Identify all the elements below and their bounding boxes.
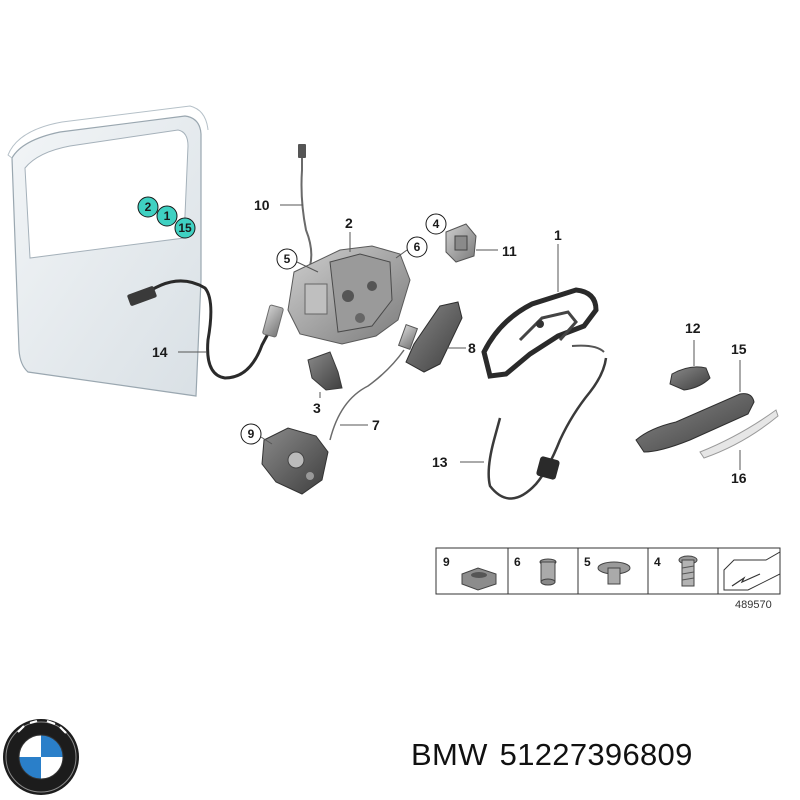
- part-14-bowden-cable: [127, 279, 284, 380]
- screw-4-icon: [678, 555, 698, 587]
- callout-12: 12: [685, 320, 701, 336]
- callout-16: 16: [731, 470, 747, 486]
- callout-7: 7: [372, 417, 380, 433]
- callout-10: 10: [254, 197, 270, 213]
- part-11-striker: [445, 223, 477, 263]
- part-16-chrome-strip: [699, 409, 779, 459]
- diagram-number: 489570: [735, 599, 772, 611]
- door-marker-2: 2: [137, 196, 159, 218]
- part-8-handle-cover: [405, 301, 463, 373]
- brand-name: BMW: [411, 737, 488, 772]
- part-12-handle-cap: [669, 366, 711, 391]
- table-cell-9: 9: [443, 555, 450, 569]
- part-2-door-lock: [287, 245, 411, 345]
- part-13-cable: [487, 344, 608, 500]
- callout-14: 14: [152, 344, 168, 360]
- bmw-logo: [3, 719, 79, 795]
- direction-arrow-icon: [723, 551, 781, 591]
- svg-text:15: 15: [178, 221, 192, 235]
- part-9-lower-latch: [261, 427, 329, 495]
- hardware-table: 9 6 5 4: [435, 547, 781, 595]
- leader-5: [296, 261, 319, 273]
- footer-title: BMW 51227396809: [411, 737, 705, 773]
- part-10-actuating-rod: [298, 144, 313, 267]
- table-cell-5: 5: [584, 555, 591, 569]
- callout-11: 11: [502, 243, 517, 259]
- door-marker-1: 1: [156, 205, 178, 227]
- leader-9: [260, 436, 273, 445]
- screw-5-icon: [597, 561, 631, 585]
- part-1-handle-carrier: [481, 287, 599, 379]
- part-number: 51227396809: [499, 737, 693, 772]
- part-7-release-cable: [329, 323, 419, 441]
- svg-text:4: 4: [433, 217, 440, 231]
- callout-3: 3: [313, 400, 321, 416]
- table-cell-6: 6: [514, 555, 521, 569]
- callout-8: 8: [468, 340, 476, 356]
- bolt-6-icon: [539, 558, 557, 586]
- svg-text:2: 2: [145, 200, 152, 214]
- callout-9-marker: 9: [240, 423, 262, 445]
- callout-6-marker: 6: [406, 236, 428, 258]
- door-marker-15: 15: [174, 217, 196, 239]
- part-15-outer-handle: [635, 393, 755, 453]
- svg-text:5: 5: [284, 252, 291, 266]
- svg-text:1: 1: [164, 209, 171, 223]
- callout-15: 15: [731, 341, 747, 357]
- callout-13: 13: [432, 454, 448, 470]
- callout-4-marker: 4: [425, 213, 447, 235]
- part-3-bracket: [307, 351, 343, 391]
- leader-6: [395, 249, 408, 259]
- callout-1: 1: [554, 227, 562, 243]
- svg-text:6: 6: [414, 240, 421, 254]
- rear-door-illustration: [7, 105, 209, 397]
- table-cell-4: 4: [654, 555, 661, 569]
- callout-5-marker: 5: [276, 248, 298, 270]
- hex-nut-icon: [461, 567, 497, 591]
- callout-2: 2: [345, 215, 353, 231]
- svg-text:9: 9: [248, 427, 255, 441]
